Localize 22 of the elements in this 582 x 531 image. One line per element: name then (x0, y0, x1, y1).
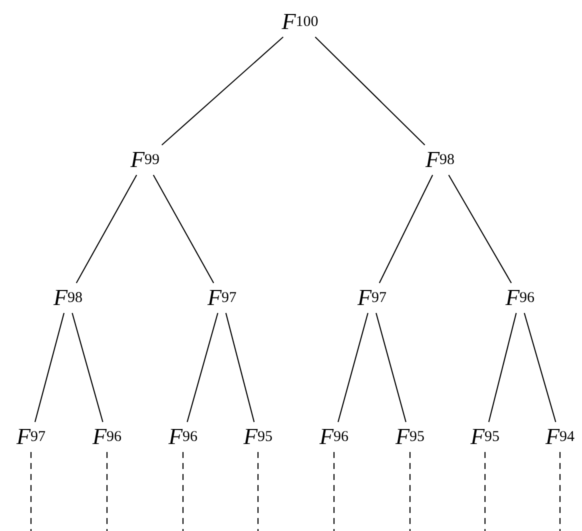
tree-branch (225, 312, 255, 422)
tree-branch (314, 36, 426, 146)
dashed-line (484, 452, 486, 531)
tree-branch (34, 312, 65, 422)
dashed-line (106, 452, 108, 531)
tree-branch (76, 174, 138, 284)
dashed-line (257, 452, 259, 531)
tree-branch (378, 174, 434, 284)
tree-branch (376, 312, 406, 422)
tree-branch (186, 312, 218, 422)
dashed-line (559, 452, 561, 531)
tree-branch (448, 174, 512, 284)
dashed-line (409, 452, 411, 531)
tree-branch (161, 36, 284, 146)
dashed-line (182, 452, 184, 531)
tree-branch (152, 174, 214, 284)
tree-branch (338, 312, 368, 422)
dashed-line (30, 452, 32, 531)
dashed-line (333, 452, 335, 531)
tree-branch (524, 312, 556, 422)
tree-branch (488, 312, 517, 422)
tree-branch (72, 312, 104, 422)
